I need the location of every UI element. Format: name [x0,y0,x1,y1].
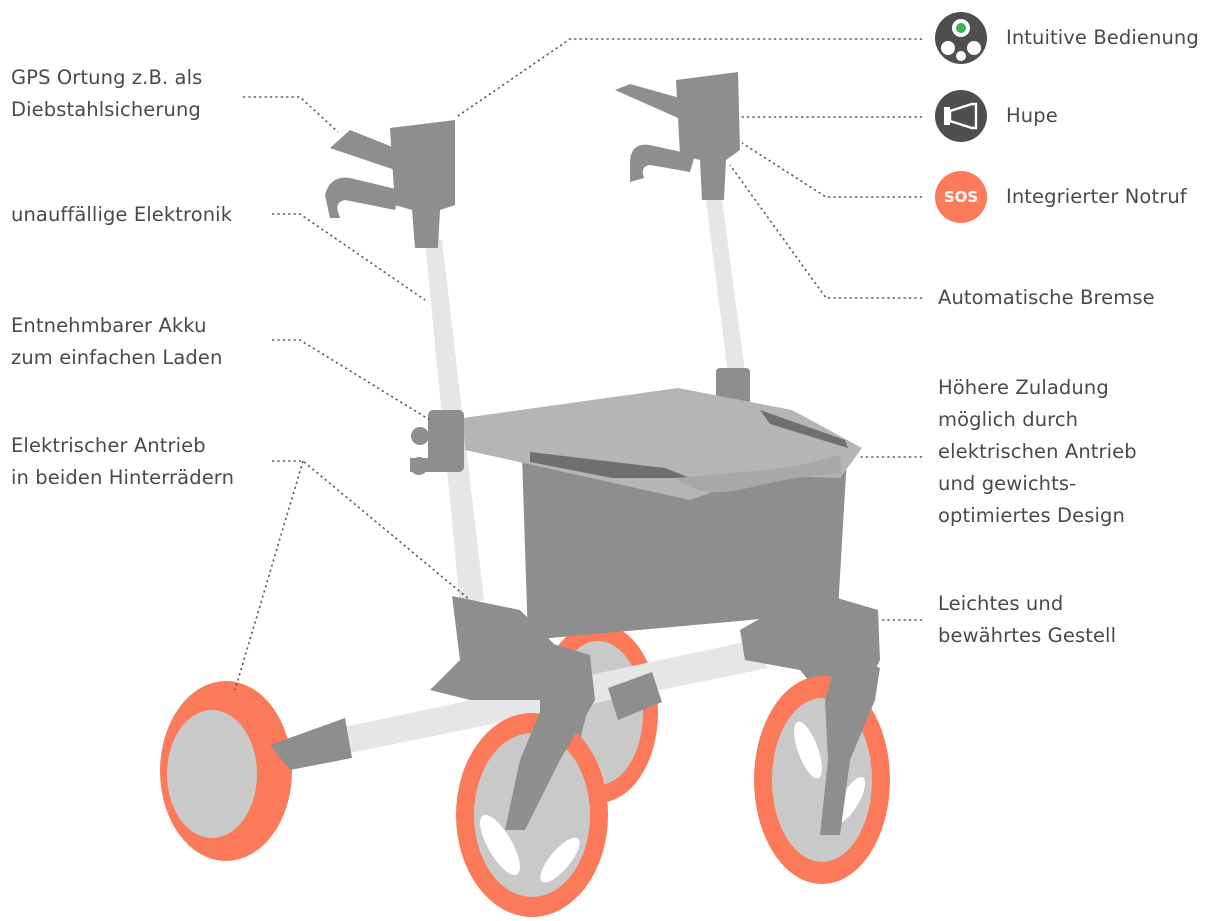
label-sos-line-1: Integrierter Notruf [1006,185,1187,208]
label-payload-line-2: möglich durch [938,408,1079,431]
sos-icon-text: SOS [944,188,978,206]
leader-lines [234,38,922,691]
label-frame-line-2: bewährtes Gestell [938,624,1117,647]
label-battery-line-2: zum einfachen Laden [11,346,223,369]
label-horn-line-1: Hupe [1006,104,1058,127]
left-handle [325,120,455,248]
leader-intuitive [454,38,922,119]
label-gps-line-1: GPS Ortung z.B. als [11,66,203,89]
leader-electronics [272,213,426,301]
axle-stub [270,718,352,770]
label-drive-line-2: in beiden Hinterrädern [11,466,235,489]
label-electronics-line-1: unauffällige Elektronik [11,203,233,226]
label-horn: Hupe [1006,100,1058,132]
front-tube-collar [608,672,662,720]
leader-gps [243,96,339,133]
label-drive-line-1: Elektrischer Antrieb [11,434,206,457]
label-payload: Höhere Zuladung möglich durch elektrisch… [938,372,1137,532]
label-gps-line-2: Diebstahlsicherung [11,98,201,121]
front-right-fork [820,650,880,835]
front-left-fork [505,640,595,830]
label-frame-line-1: Leichtes und [938,592,1064,615]
leader-drive [272,460,471,601]
horn-icon [935,90,987,142]
label-payload-line-1: Höhere Zuladung [938,376,1109,399]
leader-brake [729,164,922,299]
leader-sos [741,142,922,198]
label-battery-line-1: Entnehmbarer Akku [11,314,207,337]
label-gps: GPS Ortung z.B. als Diebstahlsicherung [11,62,202,126]
label-payload-line-3: elektrischen Antrieb [938,440,1137,463]
label-electronics: unauffällige Elektronik [11,199,232,231]
leader-drive-wheel [234,460,304,691]
seat-joint [410,410,464,475]
rear-left-wheel [160,681,292,861]
label-intuitive-line-1: Intuitive Bedienung [1006,26,1199,49]
label-intuitive: Intuitive Bedienung [1006,22,1199,54]
right-upright-tube [706,200,745,375]
label-payload-line-4: und gewichts- [938,472,1077,495]
seat [463,388,862,500]
basket [522,440,848,640]
rollator-illustration [160,72,890,917]
sos-icon: SOS [935,171,987,223]
label-frame: Leichtes und bewährtes Gestell [938,588,1116,652]
label-brake: Automatische Bremse [938,282,1155,314]
label-drive: Elektrischer Antrieb in beiden Hinterräd… [11,430,234,494]
right-handle [615,72,740,200]
label-payload-line-5: optimiertes Design [938,504,1125,527]
label-battery: Entnehmbarer Akku zum einfachen Laden [11,310,222,374]
leader-battery [272,339,431,421]
label-brake-line-1: Automatische Bremse [938,286,1155,309]
label-sos: Integrierter Notruf [1006,181,1187,213]
control-pad-icon [935,12,987,64]
